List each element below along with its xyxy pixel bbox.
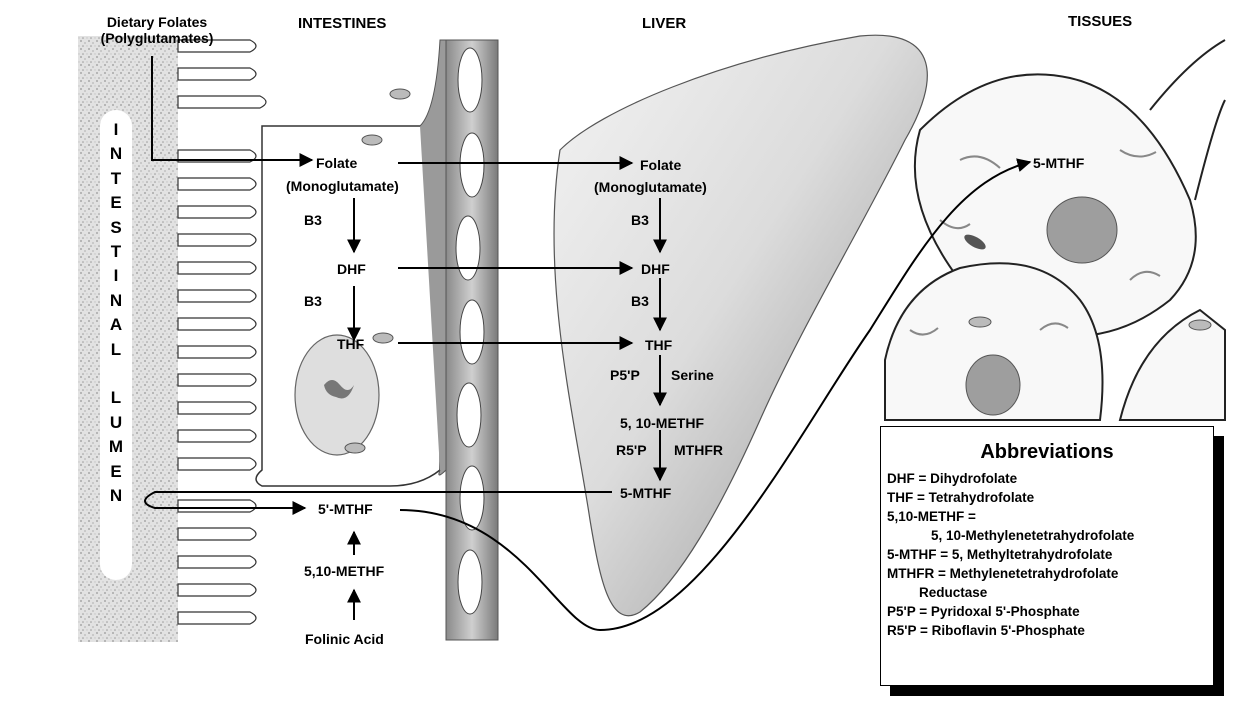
liver-b3-label-2: B3 [631,293,649,309]
lumen-letter: N [104,486,128,506]
mitochondrion [1189,320,1211,330]
abbr-line: R5'P = Riboflavin 5'-Phosphate [887,623,1085,639]
liver-b3-label: B3 [631,212,649,228]
abbr-line: 5,10-METHF = [887,509,976,525]
abbr-line: 5-MTHF = 5, Methyltetrahydrofolate [887,547,1112,563]
liver-illustration [554,35,927,616]
liver-serine-label: Serine [671,367,714,383]
villi [178,40,266,624]
lumen-letter: N [104,291,128,311]
tissues-5mthf-label: 5-MTHF [1033,155,1084,171]
mitochondrion [390,89,410,99]
lumen-letter: T [104,169,128,189]
lumen-letter: E [104,193,128,213]
intestine-methf-label: 5,10-METHF [304,563,384,579]
intestine-dhf-label: DHF [337,261,366,277]
lumen-letter: I [104,120,128,140]
abbreviations-box: Abbreviations DHF = Dihydrofolate THF = … [880,426,1214,686]
tissue-nucleus-lower [966,355,1020,415]
abbreviations-title: Abbreviations [881,441,1213,464]
liver-thf-label: THF [645,337,672,353]
lumen-letter: U [104,413,128,433]
lumen-letter: S [104,218,128,238]
abbr-line: MTHFR = Methylenetetrahydrofolate [887,566,1118,582]
abbr-line: 5, 10-Methylenetetrahydrofolate [931,528,1134,544]
tissue-cell-border [1195,100,1225,200]
mitochondrion [373,333,393,343]
abbr-line: P5'P = Pyridoxal 5'-Phosphate [887,604,1080,620]
intestine-monoglutamate-label: (Monoglutamate) [286,178,399,194]
liver-folate-label: Folate [640,157,681,173]
liver-header: LIVER [642,16,686,32]
intestine-b3-label: B3 [304,212,322,228]
liver-mthfr-label: MTHFR [674,442,723,458]
lumen-letter: E [104,462,128,482]
lumen-letter: L [104,340,128,360]
lumen-letter: T [104,242,128,262]
intestines-header: INTESTINES [298,16,386,32]
abbr-line: THF = Tetrahydrofolate [887,490,1034,506]
mitochondrion [969,317,991,327]
liver-p5p-label: P5'P [610,367,640,383]
tissues-header: TISSUES [1068,14,1132,30]
abbr-line: DHF = Dihydrofolate [887,471,1017,487]
lumen-letter: N [104,144,128,164]
tissue-nucleus-upper [1047,197,1117,263]
liver-5mthf-label: 5-MTHF [620,485,671,501]
intestine-b3-label-2: B3 [304,293,322,309]
dietary-folates-subtitle: (Polyglutamates) [92,30,222,46]
liver-monoglutamate-label: (Monoglutamate) [594,179,707,195]
lumen-letter: A [104,315,128,335]
lumen-letter: M [104,437,128,457]
intestine-folate-label: Folate [316,155,357,171]
intestine-5mthf-label: 5'-MTHF [318,501,373,517]
intestine-thf-label: THF [337,336,364,352]
mitochondrion [345,443,365,453]
dietary-folates-label: Dietary Folates (Polyglutamates) [92,14,222,46]
liver-r5p-label: R5'P [616,442,647,458]
abbr-line: Reductase [919,585,987,601]
lumen-letter: L [104,388,128,408]
tissue-cell-border [1150,40,1225,110]
liver-methf-label: 5, 10-METHF [620,415,704,431]
dietary-folates-title: Dietary Folates [92,14,222,30]
lumen-letter: I [104,266,128,286]
mitochondrion [362,135,382,145]
liver-dhf-label: DHF [641,261,670,277]
folinic-acid-label: Folinic Acid [305,631,384,647]
